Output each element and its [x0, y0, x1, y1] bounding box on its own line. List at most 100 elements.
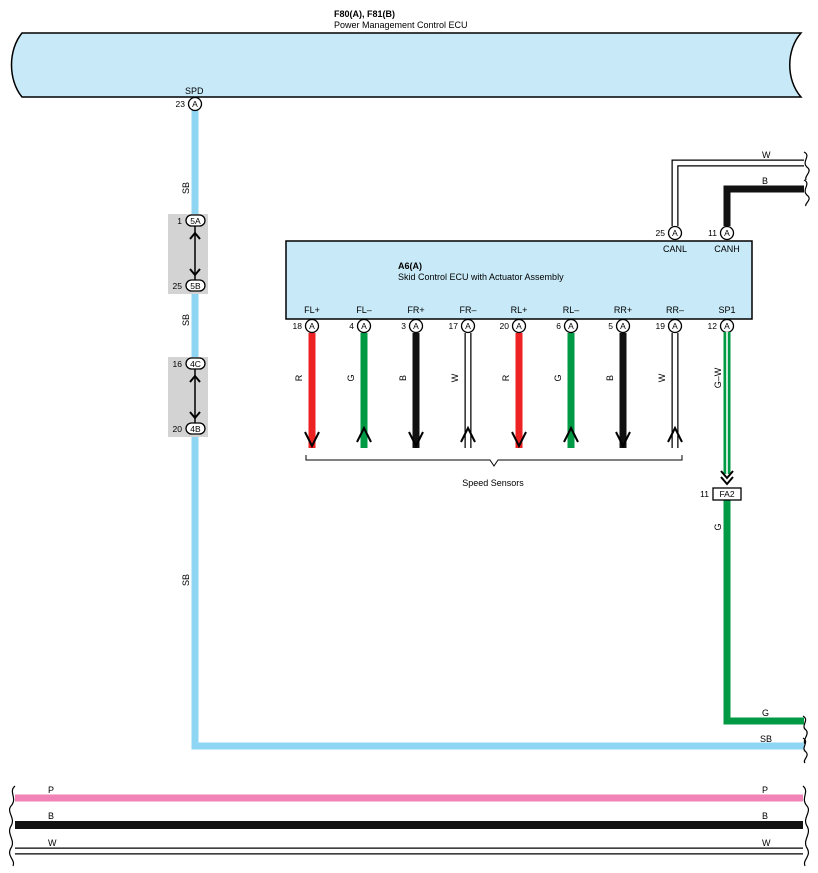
terminal-name-rl-minus: RL– [563, 305, 580, 315]
terminal-conn-sp1: A [724, 321, 730, 331]
terminal-circle-rr-plus [615, 318, 631, 334]
terminal-conn-rr-minus: A [672, 321, 678, 331]
speed-sensors-label: Speed Sensors [462, 478, 524, 488]
terminal-name-fr-minus: FR– [459, 305, 476, 315]
wire-label-fr-minus: W [450, 373, 460, 382]
canh-terminal-name: CANH [714, 244, 740, 254]
junction-5a-conn: 5A [190, 216, 201, 226]
spd-terminal-pin: 23 [176, 99, 186, 109]
sensor-terminals: RFL+A18GFL–A4BFR+A3WFR–A17RRL+A20GRL–A6B… [293, 305, 736, 449]
terminal-name-fl-plus: FL+ [304, 305, 320, 315]
terminal-circle-rr-minus [667, 318, 683, 334]
terminal-circle-fl-plus [304, 318, 320, 334]
arrow-rl-minus [563, 425, 579, 443]
canl-wire-label: W [762, 150, 771, 160]
canh-terminal-pin: 11 [708, 228, 717, 238]
junction-5a-pin: 1 [177, 216, 182, 226]
bottom-line-w-label-left: W [48, 838, 57, 848]
bottom-bus-lines: P P B B W W [8, 785, 810, 867]
wire-label-rl-plus: R [501, 374, 511, 381]
terminal-conn-fr-minus: A [465, 321, 471, 331]
fa2-connector-pin: 11 [700, 489, 709, 499]
arrow-fl-minus [356, 425, 372, 443]
bottom-line-w: W W [15, 838, 803, 855]
spd-wire-path [191, 104, 804, 750]
terminal-pin-sp1: 12 [708, 321, 718, 331]
terminal-pin-fr-plus: 3 [401, 321, 406, 331]
power-management-ecu: F80(A), F81(B) Power Management Control … [10, 9, 803, 98]
fa2-wire-right-label: G [762, 708, 769, 718]
bottom-line-b: B B [15, 811, 803, 829]
terminal-conn-fr-plus: A [413, 321, 419, 331]
bottom-line-b-label-left: B [48, 811, 54, 821]
terminal-pin-fr-minus: 17 [449, 321, 459, 331]
terminal-name-sp1: SP1 [718, 305, 735, 315]
spd-wire-label-2: SB [181, 314, 191, 326]
terminal-pin-rr-minus: 19 [656, 321, 666, 331]
terminal-pin-rl-plus: 20 [500, 321, 510, 331]
spd-wire-label-4: SB [760, 734, 772, 744]
power-management-ecu-box [10, 32, 803, 98]
wire-label-fl-plus: R [294, 374, 304, 381]
canl-terminal-name: CANL [663, 244, 687, 254]
canh-terminal-conn: A [724, 228, 730, 238]
terminal-circle-fr-minus [460, 318, 476, 334]
terminal-circle-rl-minus [563, 318, 579, 334]
spd-terminal: A 23 [176, 96, 203, 112]
skid-control-ecu-box [285, 240, 753, 320]
terminal-conn-rr-plus: A [620, 321, 626, 331]
terminal-rr-plus: BRR+A5 [605, 305, 632, 449]
bottom-line-b-label-right: B [762, 811, 768, 821]
bottom-line-p-label-left: P [48, 785, 54, 795]
junction-connector-4: 4C 16 4B 20 [168, 357, 208, 437]
spd-terminal-conn: A [192, 99, 198, 109]
skid-control-ecu-name: Skid Control ECU with Actuator Assembly [398, 272, 564, 282]
terminal-rr-minus: WRR–A19 [656, 305, 684, 448]
can-bus: W B [671, 150, 810, 226]
terminal-fl-plus: R FL+ A 18 [293, 305, 320, 449]
skid-control-ecu-code: A6(A) [398, 261, 422, 271]
spd-wire-label-3: SB [181, 574, 191, 586]
fa2-wire-below-label: G [713, 523, 723, 530]
terminal-pin-fl-plus: 18 [293, 321, 303, 331]
terminal-name-rr-minus: RR– [666, 305, 684, 315]
junction-connector-5: 5A 1 5B 25 [168, 214, 208, 294]
terminal-name-rl-plus: RL+ [511, 305, 528, 315]
terminal-conn-rl-minus: A [568, 321, 574, 331]
arrow-fr-plus [408, 431, 424, 449]
terminal-conn-fl-minus: A [361, 321, 367, 331]
arrow-fl-plus [304, 431, 320, 449]
bottom-line-p-label-right: P [762, 785, 768, 795]
junction-5b-pin: 25 [173, 281, 183, 291]
can-terminals: A 25 CANL A 11 CANH [656, 225, 740, 254]
wire-label-rr-plus: B [605, 375, 615, 381]
terminal-rl-plus: R RL+ A 20 [500, 305, 528, 449]
skid-control-ecu: A6(A) Skid Control ECU with Actuator Ass… [285, 240, 753, 320]
sp1-wire-label: G–W [713, 367, 723, 388]
bottom-line-w-label-right: W [762, 838, 771, 848]
power-management-ecu-codes: F80(A), F81(B) [334, 9, 395, 19]
terminal-conn-fl-plus: A [309, 321, 315, 331]
terminal-circle-rl-plus [511, 318, 527, 334]
junction-4c-pin: 16 [173, 359, 183, 369]
arrow-rr-plus [615, 431, 631, 449]
junction-4b-conn: 4B [190, 424, 201, 434]
terminal-pin-fl-minus: 4 [349, 321, 354, 331]
canh-terminal: A 11 CANH [708, 225, 740, 254]
terminal-pin-rl-minus: 6 [556, 321, 561, 331]
wire-label-rl-minus: G [553, 374, 563, 381]
junction-5b-conn: 5B [190, 281, 201, 291]
power-management-ecu-name: Power Management Control ECU [334, 20, 468, 30]
terminal-conn-rl-plus: A [516, 321, 522, 331]
spd-wire: SB SB SB SB [181, 104, 804, 750]
wire-label-fr-plus: B [398, 375, 408, 381]
terminal-rl-minus: G RL– A6 [553, 305, 579, 448]
sp1-wire: G–W G G [713, 332, 804, 725]
canh-wire-label: B [762, 176, 768, 186]
bottom-line-p: P P [15, 785, 803, 802]
junction-4c-conn: 4C [190, 359, 201, 369]
junction-4b-pin: 20 [173, 424, 183, 434]
terminal-name-rr-plus: RR+ [614, 305, 632, 315]
wire-label-fl-minus: G [346, 374, 356, 381]
terminal-fl-minus: GFL–A4 [346, 305, 372, 448]
